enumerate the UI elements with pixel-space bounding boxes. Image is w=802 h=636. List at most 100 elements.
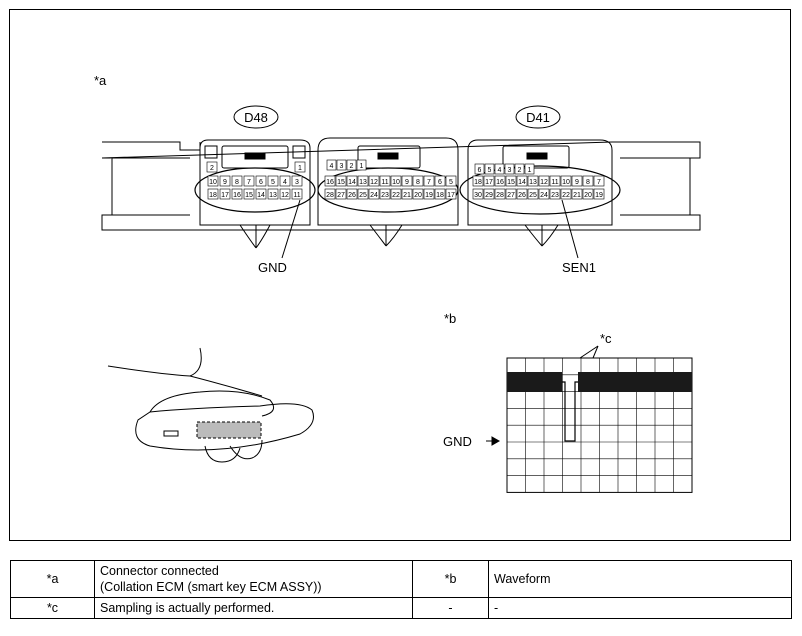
legend-table: *a Connector connected (Collation ECM (s… xyxy=(10,560,792,619)
waveform-sampling-band xyxy=(578,372,692,392)
pin-number: 28 xyxy=(496,192,504,199)
pin-cell xyxy=(346,188,358,200)
pin-cell xyxy=(356,159,367,171)
pin-number: 26 xyxy=(348,192,356,199)
legend-key: - xyxy=(412,597,489,619)
pin-number: 2 xyxy=(350,163,354,170)
pin-cell xyxy=(291,175,303,187)
pin-number: 28 xyxy=(326,192,334,199)
arrow-right-icon xyxy=(486,436,501,446)
pin-number: 15 xyxy=(245,192,253,199)
pin-cell xyxy=(494,175,506,187)
pin-number: 26 xyxy=(518,192,526,199)
connector-d48-name: D48 xyxy=(244,110,268,125)
pin-cell xyxy=(434,175,446,187)
legend-row: *a Connector connected (Collation ECM (s… xyxy=(10,560,792,598)
pin-cell xyxy=(474,163,485,175)
pin-cell xyxy=(472,175,484,187)
connector-d48-label: D48 xyxy=(233,105,279,129)
pin-cell xyxy=(255,188,267,200)
pin-cell xyxy=(336,159,347,171)
diagram-frame xyxy=(9,9,791,541)
pin-cell xyxy=(243,188,255,200)
pin-cell xyxy=(219,175,231,187)
pin-cell xyxy=(593,175,605,187)
waveform-trace xyxy=(562,381,578,442)
pin-number: 2 xyxy=(518,167,522,174)
pin-number: 7 xyxy=(427,179,431,186)
waveform-grid xyxy=(506,357,693,493)
legend-key: *a xyxy=(10,560,95,598)
pin-number: 17 xyxy=(485,179,493,186)
pin-number: 6 xyxy=(259,179,263,186)
pin-cell xyxy=(346,159,357,171)
smart-key-illustration xyxy=(107,347,314,463)
pin-number: 10 xyxy=(562,179,570,186)
pin-cell xyxy=(514,163,525,175)
pin-number: 6 xyxy=(478,167,482,174)
marker-c: *c xyxy=(600,331,612,346)
pin-number: 11 xyxy=(381,179,388,186)
pin-cell xyxy=(294,161,306,173)
pin-cell xyxy=(423,188,435,200)
pin-number: 3 xyxy=(508,167,512,174)
pin-number: 11 xyxy=(551,179,558,186)
pin-cell xyxy=(255,175,267,187)
connector-d48 xyxy=(194,139,316,259)
pin-number: 4 xyxy=(283,179,287,186)
pin-cell xyxy=(207,175,219,187)
pin-cell xyxy=(504,163,515,175)
pin-cell xyxy=(494,163,505,175)
pin-number: 17 xyxy=(221,192,229,199)
pin-cell xyxy=(571,175,583,187)
pin-cell xyxy=(483,175,495,187)
legend-desc-line: (Collation ECM (smart key ECM ASSY)) xyxy=(100,580,322,594)
pin-number: 19 xyxy=(425,192,433,199)
pin-number: 4 xyxy=(498,167,502,174)
pin-number: 24 xyxy=(540,192,548,199)
pin-number: 13 xyxy=(529,179,537,186)
pin-number: 16 xyxy=(326,179,334,186)
pin-number: 6 xyxy=(438,179,442,186)
pin-number: 20 xyxy=(414,192,422,199)
connector-d41 xyxy=(459,139,621,259)
pin-number: 23 xyxy=(381,192,389,199)
pin-cell xyxy=(379,175,391,187)
pin-number: 1 xyxy=(528,167,532,174)
pin-cell xyxy=(324,175,336,187)
pin-number: 8 xyxy=(235,179,239,186)
pin-cell xyxy=(560,188,572,200)
legend-desc-line: Connector connected xyxy=(100,564,219,578)
pin-cell xyxy=(401,175,413,187)
pin-number: 21 xyxy=(403,192,411,199)
pin-cell xyxy=(445,175,457,187)
pin-number: 14 xyxy=(257,192,265,199)
pin-number: 16 xyxy=(496,179,504,186)
pin-number: 11 xyxy=(293,192,300,199)
pin-number: 9 xyxy=(223,179,227,186)
pin-cell xyxy=(291,188,303,200)
pin-cell xyxy=(538,188,550,200)
pin-number: 2 xyxy=(210,165,214,172)
pin-number: 18 xyxy=(436,192,444,199)
pin-cell xyxy=(527,175,539,187)
pin-cell xyxy=(390,175,402,187)
pin-number: 4 xyxy=(330,163,334,170)
pin-number: 20 xyxy=(584,192,592,199)
pin-number: 8 xyxy=(416,179,420,186)
pin-cell xyxy=(571,188,583,200)
pin-number: 19 xyxy=(595,192,603,199)
pin-cell xyxy=(524,163,535,175)
pin-number: 7 xyxy=(247,179,251,186)
pin-number: 25 xyxy=(359,192,367,199)
pin-number: 7 xyxy=(597,179,601,186)
pin-number: 27 xyxy=(337,192,345,199)
pin-cell xyxy=(219,188,231,200)
pin-number: 22 xyxy=(562,192,570,199)
pin-cell xyxy=(505,188,517,200)
pin-cell xyxy=(434,188,446,200)
pin-cell xyxy=(390,188,402,200)
diagram-illustration: *a D48 D41 xyxy=(94,73,701,493)
pin-number: 14 xyxy=(348,179,356,186)
legend-description: Connector connected (Collation ECM (smar… xyxy=(94,560,413,598)
